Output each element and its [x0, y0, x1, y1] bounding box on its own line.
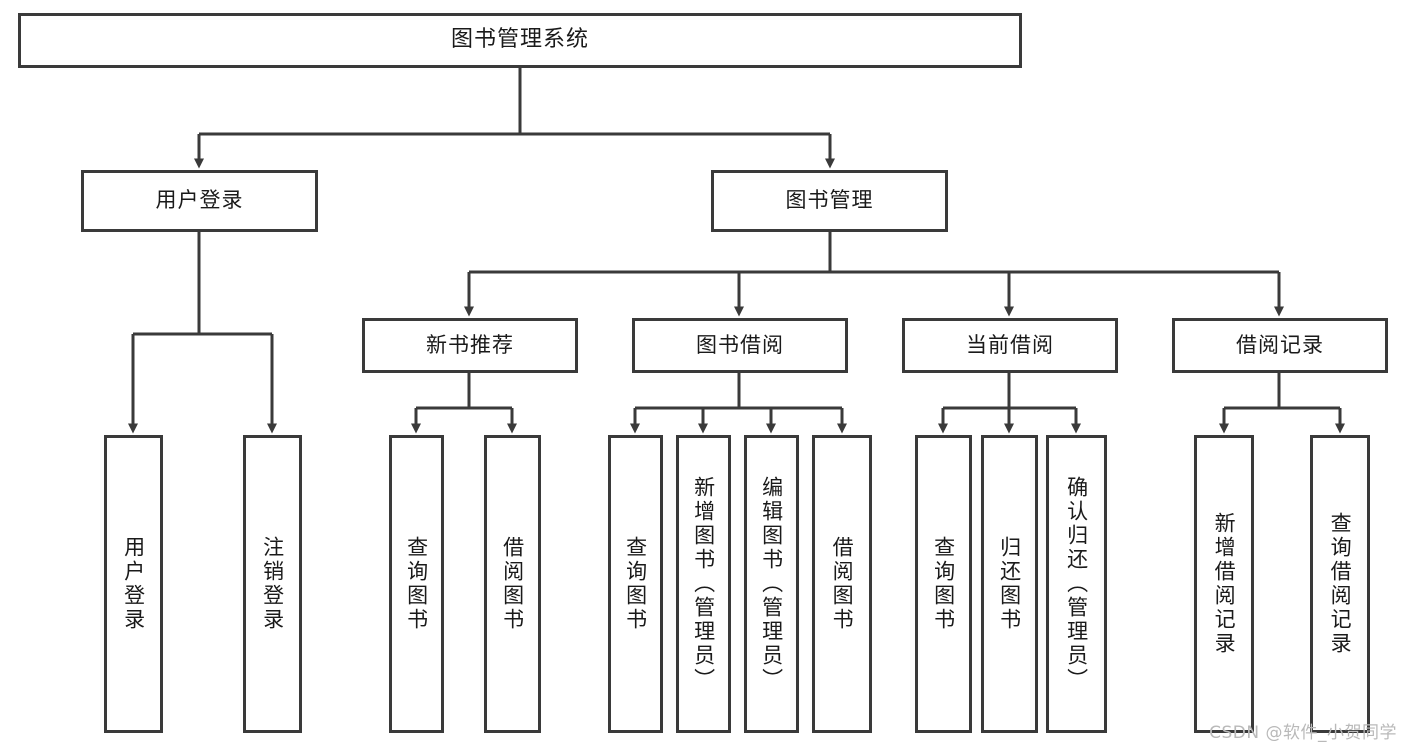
node-new-book-recommend[interactable]: 新书推荐: [362, 318, 578, 373]
leaf-label: 查询图书: [404, 536, 429, 632]
node-root-system[interactable]: 图书管理系统: [18, 13, 1022, 68]
leaf-label: 借阅图书: [830, 536, 855, 632]
leaf-label: 查询图书: [623, 536, 648, 632]
leaf-label: 查询图书: [931, 536, 956, 632]
leaf-current-confirm-return-admin[interactable]: 确认归还（管理员）: [1046, 435, 1107, 733]
node-user-login[interactable]: 用户登录: [81, 170, 318, 232]
leaf-current-query-book[interactable]: 查询图书: [915, 435, 972, 733]
node-book-borrow[interactable]: 图书借阅: [632, 318, 848, 373]
leaf-label: 用户登录: [121, 536, 146, 632]
leaf-borrow-borrow-book[interactable]: 借阅图书: [812, 435, 872, 733]
leaf-user-login-logout[interactable]: 注销登录: [243, 435, 302, 733]
leaf-label: 新增图书（管理员）: [691, 476, 716, 692]
node-book-management[interactable]: 图书管理: [711, 170, 948, 232]
leaf-label: 归还图书: [997, 536, 1022, 632]
leaf-label: 注销登录: [260, 536, 285, 632]
leaf-current-return-book[interactable]: 归还图书: [981, 435, 1038, 733]
leaf-label: 确认归还（管理员）: [1064, 476, 1089, 692]
leaf-label: 新增借阅记录: [1212, 512, 1237, 656]
leaf-record-query-record[interactable]: 查询借阅记录: [1310, 435, 1370, 733]
node-borrow-record[interactable]: 借阅记录: [1172, 318, 1388, 373]
leaf-new-book-query[interactable]: 查询图书: [389, 435, 444, 733]
leaf-label: 查询借阅记录: [1328, 512, 1353, 656]
leaf-record-add-record[interactable]: 新增借阅记录: [1194, 435, 1254, 733]
leaf-borrow-query-book[interactable]: 查询图书: [608, 435, 663, 733]
leaf-label: 借阅图书: [500, 536, 525, 632]
leaf-label: 编辑图书（管理员）: [759, 476, 784, 692]
leaf-borrow-add-book-admin[interactable]: 新增图书（管理员）: [676, 435, 731, 733]
leaf-new-book-borrow[interactable]: 借阅图书: [484, 435, 541, 733]
leaf-user-login-login[interactable]: 用户登录: [104, 435, 163, 733]
leaf-borrow-edit-book-admin[interactable]: 编辑图书（管理员）: [744, 435, 799, 733]
node-current-borrow[interactable]: 当前借阅: [902, 318, 1118, 373]
